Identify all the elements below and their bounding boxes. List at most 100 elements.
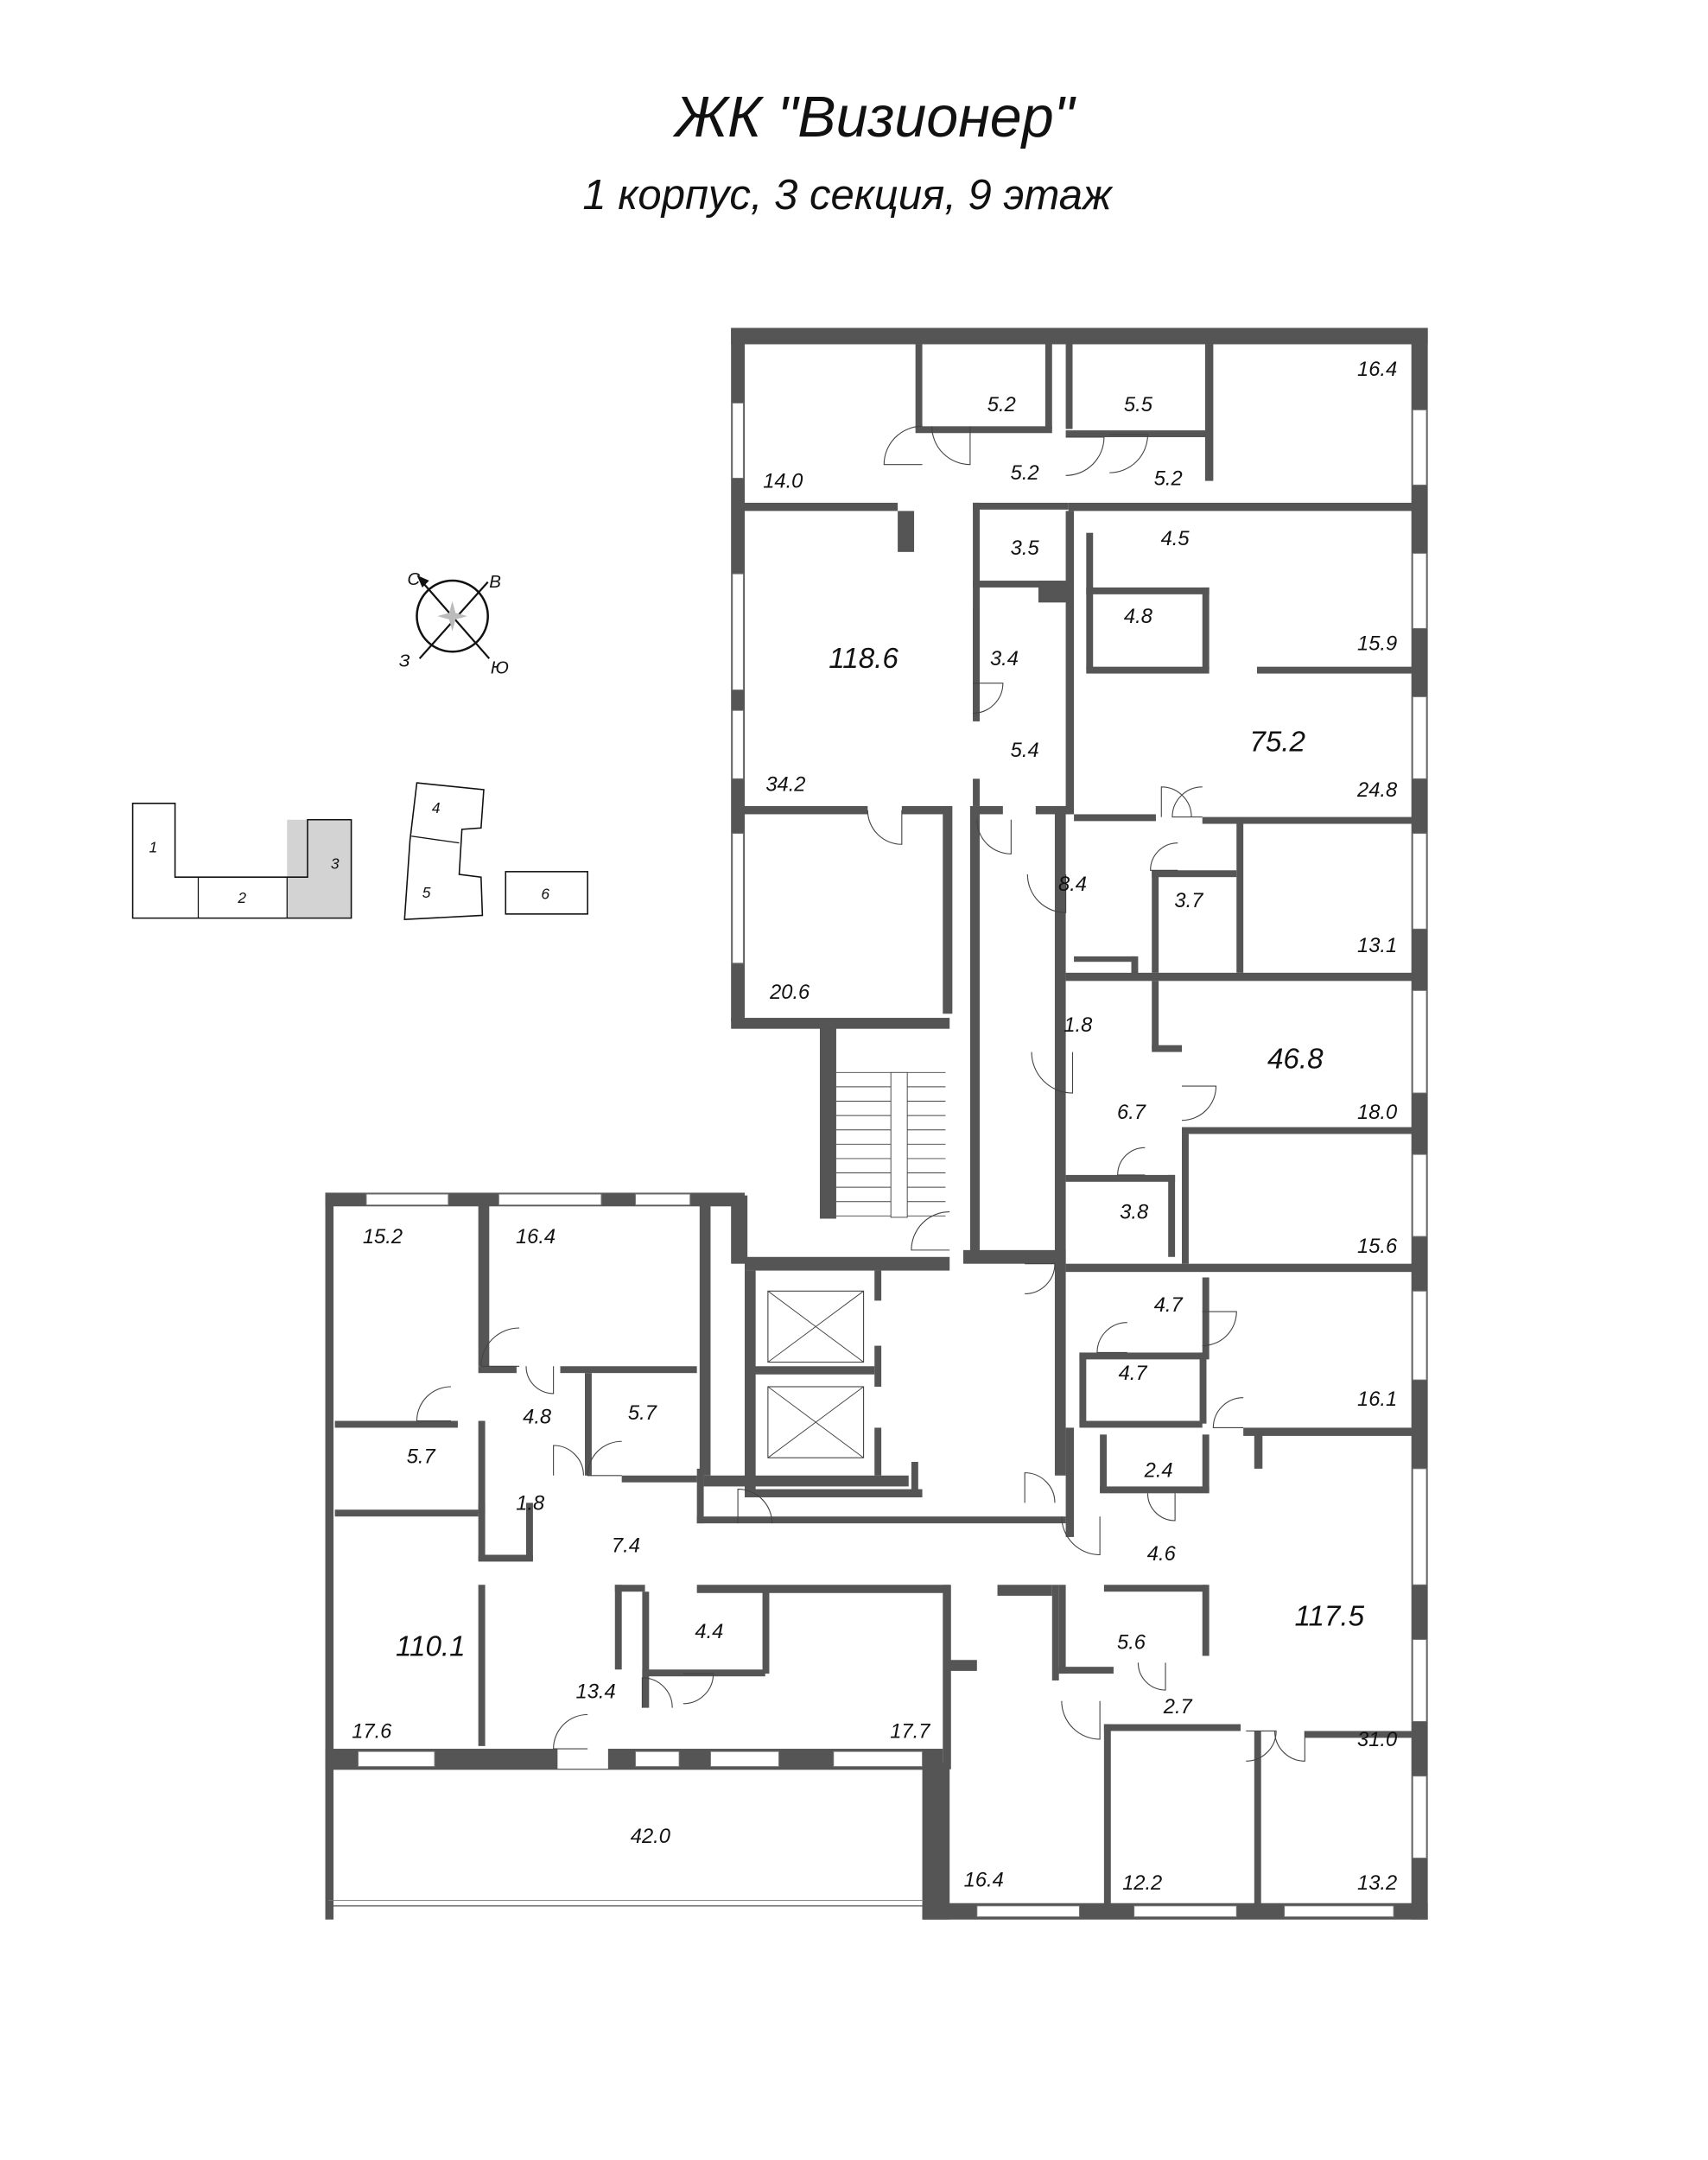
door-swing	[1024, 1472, 1056, 1503]
door-swing	[973, 683, 1004, 714]
room-area-label: 5.2	[1011, 462, 1039, 485]
door-swing	[1065, 436, 1105, 476]
room-area-label: 15.9	[1357, 633, 1397, 656]
room-area-label: 16.4	[1357, 359, 1397, 381]
door-swing	[553, 1713, 588, 1750]
room-labels: 118.6 75.2 46.8 117.5 110.1 14.0 5.2 5.5 16.4 5.2…	[352, 359, 1398, 1895]
room-area-label: 16.1	[1357, 1388, 1397, 1411]
key-plan: 1 2 3 4 5 6	[131, 782, 588, 921]
room-area-label: 4.7	[1119, 1363, 1148, 1385]
key-section-label: 6	[541, 885, 549, 902]
door-swing	[1137, 1662, 1166, 1691]
room-area-label: 42.0	[631, 1826, 670, 1848]
apartment-total-area: 46.8	[1267, 1044, 1324, 1076]
walls	[325, 327, 1428, 1920]
room-area-label: 3.8	[1120, 1201, 1149, 1223]
door-swing	[416, 1386, 452, 1422]
room-area-label: 5.4	[1011, 740, 1039, 762]
door-swing	[1117, 1147, 1146, 1176]
door-swing	[931, 426, 971, 466]
door-swing	[1246, 1730, 1277, 1762]
room-area-label: 13.2	[1357, 1872, 1397, 1895]
room-area-label: 3.7	[1174, 890, 1203, 912]
compass-east-label: В	[489, 572, 501, 592]
room-area-label: 34.2	[765, 774, 805, 797]
door-swing	[976, 819, 1012, 854]
door-swing	[1171, 786, 1203, 818]
apartment-total-area: 75.2	[1249, 727, 1305, 759]
compass-west-label: З	[399, 651, 410, 671]
room-area-label: 16.4	[516, 1226, 556, 1248]
apartment-total-area: 110.1	[396, 1631, 466, 1663]
room-area-label: 12.2	[1122, 1872, 1162, 1895]
door-swing	[1202, 1311, 1237, 1347]
room-area-label: 24.8	[1356, 779, 1398, 802]
room-area-label: 17.7	[890, 1720, 930, 1743]
room-area-label: 15.2	[363, 1226, 403, 1248]
compass-rose-icon: С В З Ю	[399, 569, 509, 678]
compass-north-label: С	[407, 569, 420, 589]
door-swing	[1146, 1493, 1176, 1522]
page-subtitle: 1 корпус, 3 секция, 9 этаж	[582, 172, 1114, 219]
door-swing	[1182, 1085, 1217, 1121]
room-area-label: 2.4	[1144, 1459, 1173, 1482]
key-section-label: 2	[237, 889, 246, 906]
balcony	[327, 1769, 924, 1907]
door-swing	[1150, 842, 1178, 871]
room-area-label: 5.7	[628, 1402, 657, 1425]
room-area-label: 31.0	[1357, 1729, 1397, 1751]
room-area-label: 18.0	[1357, 1102, 1397, 1124]
door-swing	[587, 1440, 622, 1477]
room-area-label: 17.6	[352, 1720, 392, 1743]
room-area-label: 5.2	[1154, 467, 1183, 490]
door-swing	[867, 810, 903, 845]
room-area-label: 8.4	[1058, 874, 1087, 896]
room-area-label: 4.5	[1161, 528, 1191, 550]
door-swing	[1212, 1397, 1244, 1428]
room-area-label: 5.6	[1117, 1632, 1146, 1655]
stairs	[835, 1071, 946, 1218]
page-title: ЖК "Визионер"	[672, 86, 1076, 149]
key-section-label: 3	[331, 855, 340, 873]
windows	[358, 403, 1427, 1918]
room-area-label: 3.4	[990, 648, 1019, 670]
room-area-label: 3.5	[1011, 537, 1040, 560]
room-area-label: 2.7	[1163, 1696, 1193, 1718]
room-area-label: 5.2	[987, 394, 1016, 416]
room-area-label: 1.8	[1064, 1014, 1093, 1037]
elevator-shaft	[767, 1290, 865, 1458]
door-swing	[553, 1445, 584, 1476]
door-swing	[641, 1677, 673, 1708]
room-area-label: 5.5	[1124, 394, 1153, 416]
room-area-label: 16.4	[964, 1870, 1004, 1892]
door-swing	[1031, 1051, 1074, 1094]
door-swing	[683, 1673, 714, 1705]
room-area-label: 6.7	[1117, 1102, 1146, 1124]
room-area-label: 4.8	[1124, 606, 1153, 628]
door-swing	[883, 425, 923, 466]
door-swing	[911, 1211, 950, 1251]
apartment-total-area: 118.6	[829, 643, 898, 675]
room-area-label: 5.7	[407, 1446, 436, 1469]
room-area-label: 14.0	[763, 471, 803, 493]
room-area-label: 4.8	[523, 1407, 552, 1429]
room-area-label: 13.4	[576, 1681, 616, 1704]
room-area-label: 4.4	[695, 1621, 723, 1643]
door-swing	[1026, 874, 1067, 913]
door-swing	[737, 1489, 773, 1524]
door-swing	[525, 1366, 555, 1394]
room-area-label: 7.4	[612, 1534, 640, 1557]
door-swing	[1160, 786, 1192, 817]
compass-south-label: Ю	[491, 658, 509, 678]
door-swing	[1025, 1263, 1056, 1295]
door-swing	[1061, 1700, 1101, 1740]
door-swing	[1273, 1731, 1305, 1762]
room-area-label: 4.6	[1147, 1543, 1177, 1566]
key-section-3-highlight	[287, 819, 352, 918]
room-area-label: 1.8	[516, 1492, 545, 1515]
room-area-label: 15.6	[1357, 1236, 1398, 1258]
apartment-total-area: 117.5	[1294, 1601, 1364, 1633]
doors	[416, 425, 1305, 1762]
door-swing	[480, 1327, 520, 1367]
